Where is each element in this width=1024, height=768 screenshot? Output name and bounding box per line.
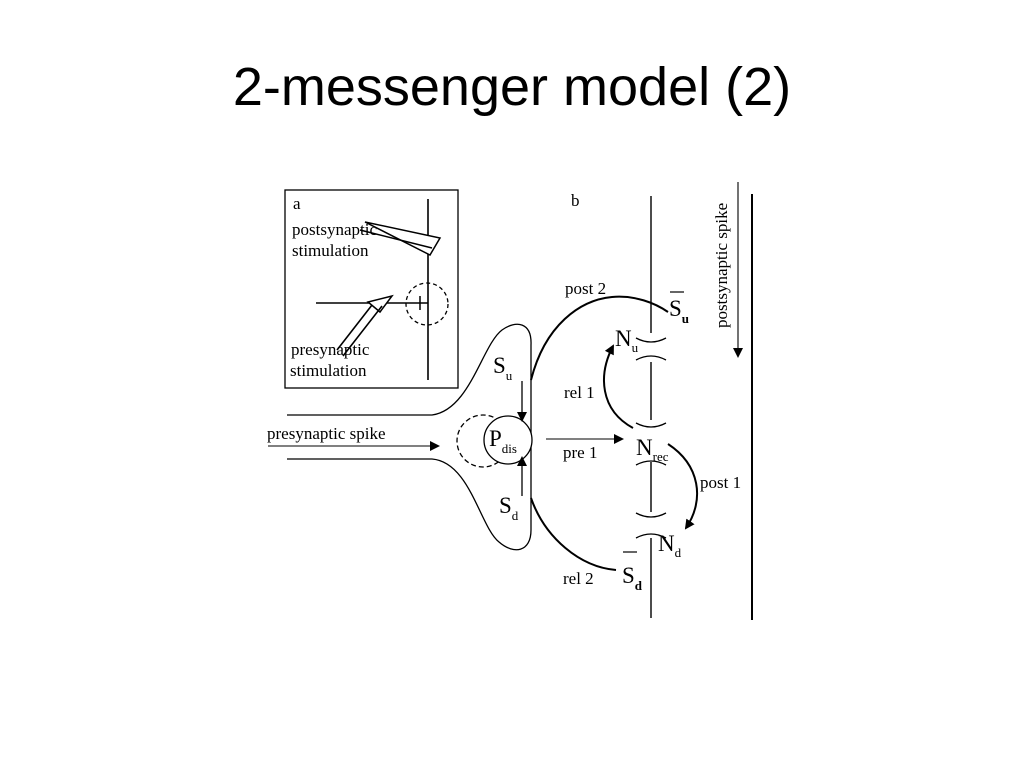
nu-label: Nu [615, 326, 639, 355]
postsynaptic-label-line1: postsynaptic [292, 220, 377, 239]
panel-a: a postsynaptic stimulation presynaptic s… [284, 189, 459, 389]
rel2-label: rel 2 [563, 569, 594, 588]
postsynaptic-spike-label: postsynaptic spike [712, 203, 731, 328]
pre1-label: pre 1 [563, 443, 597, 462]
presynaptic-label-line1: presynaptic [291, 340, 370, 359]
panel-a-frame [284, 189, 459, 389]
rel2-arc [530, 497, 617, 571]
panel-b-letter: b [571, 191, 580, 210]
pdis-circle [483, 415, 533, 465]
nd-label: Nd [658, 531, 682, 560]
post2-label: post 2 [565, 279, 606, 298]
pdis-label: Pdis [489, 426, 517, 456]
postsynaptic-electrode-icon [364, 221, 442, 256]
rel1-arc [603, 344, 634, 429]
panel-a-synapse-circle [405, 282, 449, 326]
rel1-label: rel 1 [564, 383, 595, 402]
post1-arc [667, 443, 699, 530]
post2-arc [530, 295, 669, 381]
su-label: Su [493, 353, 513, 383]
presynaptic-spike-label: presynaptic spike [267, 424, 386, 443]
post1-label: post 1 [700, 473, 741, 492]
sd-label: Sd [499, 493, 519, 523]
panel-b: b presynaptic spike Pdis Su Sd pre 1 [267, 182, 753, 620]
presynaptic-electrode-icon [366, 294, 394, 314]
slide-title: 2-messenger model (2) [232, 57, 792, 117]
presynaptic-label-line2: stimulation [290, 361, 367, 380]
postsynaptic-label-line2: stimulation [292, 241, 369, 260]
nrec-label: Nrec [636, 435, 669, 464]
sbar-d-label: Sd [622, 563, 643, 593]
sbar-u-label: Su [669, 296, 689, 326]
panel-a-letter: a [293, 194, 301, 213]
